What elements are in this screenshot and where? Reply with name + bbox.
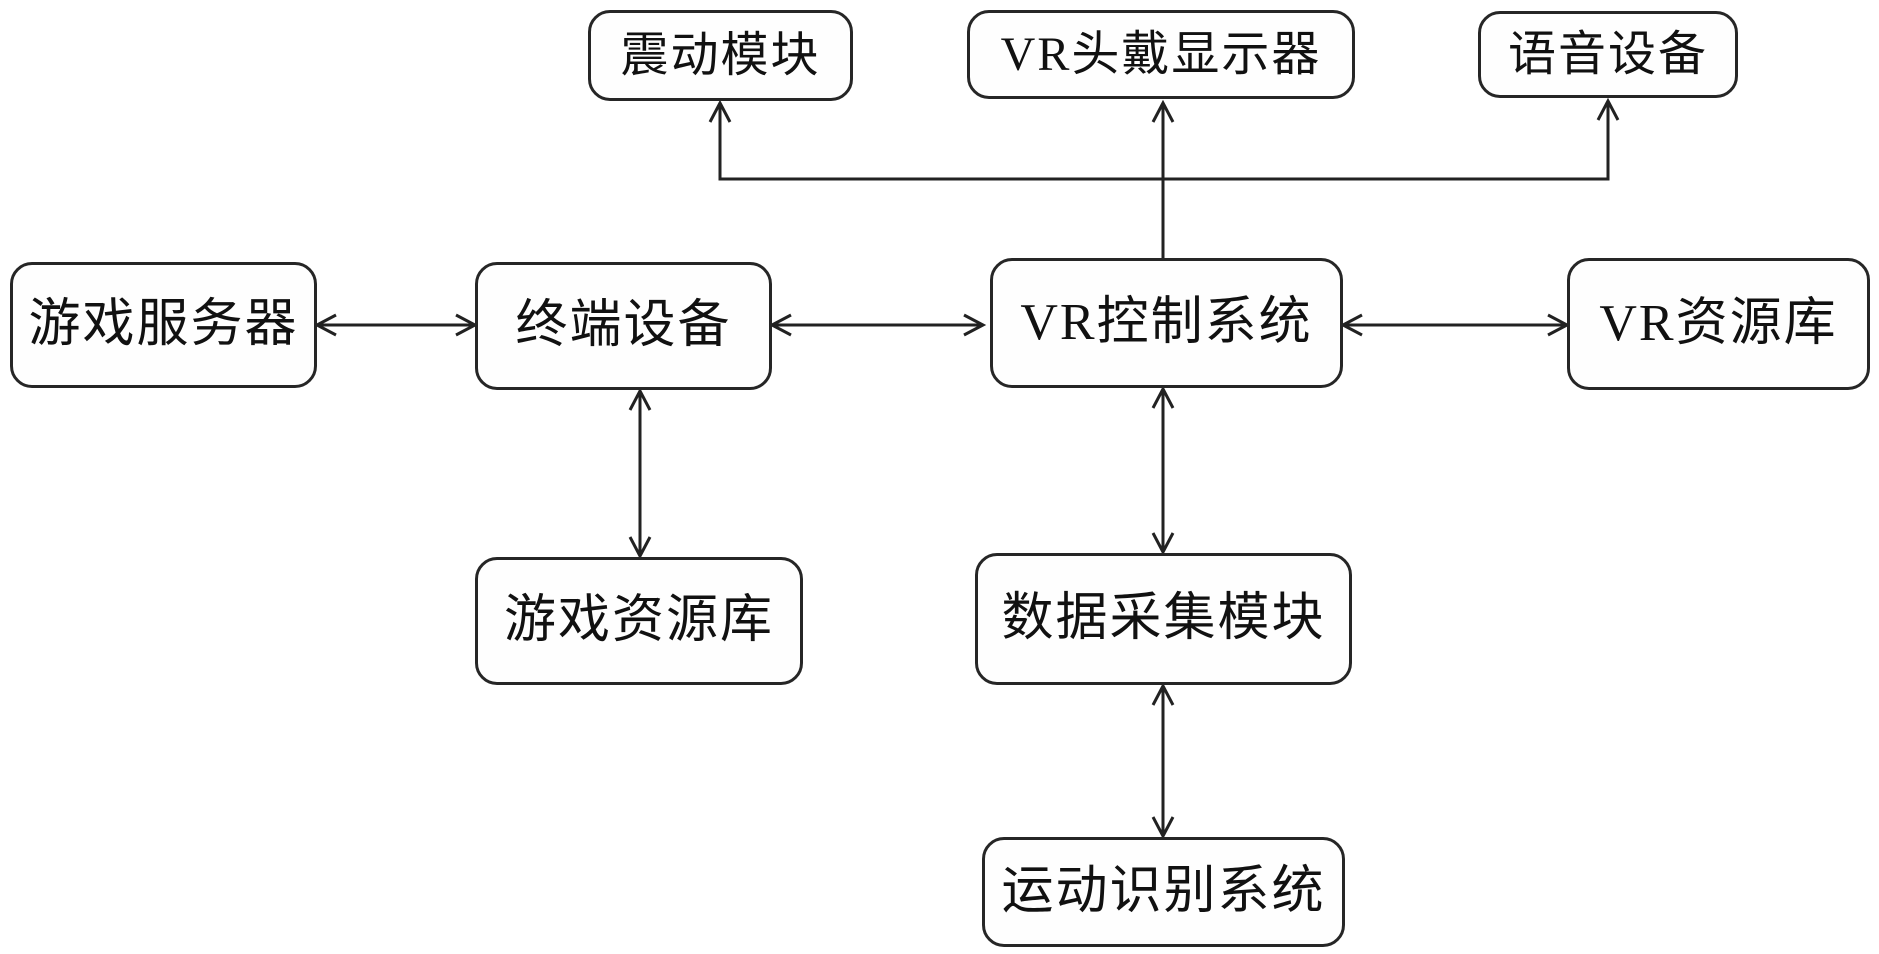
- node-terminal-device-label: 终端设备: [515, 297, 732, 354]
- node-vr-resource-library-label: VR资源库: [1599, 295, 1838, 352]
- node-vibration-module: 震动模块: [588, 10, 853, 101]
- node-game-resource-library: 游戏资源库: [475, 557, 803, 685]
- node-vr-control-system: VR控制系统: [990, 258, 1343, 388]
- node-motion-recognition-system-label: 运动识别系统: [1001, 863, 1326, 920]
- edge-bus-vibration-voice: [708, 97, 1620, 181]
- node-voice-device: 语音设备: [1478, 11, 1738, 98]
- node-vr-headset-display: VR头戴显示器: [967, 10, 1355, 99]
- node-game-server: 游戏服务器: [10, 262, 317, 388]
- node-data-collection-module-label: 数据采集模块: [1001, 590, 1326, 647]
- node-game-server-label: 游戏服务器: [28, 296, 299, 353]
- node-vr-headset-display-label: VR头戴显示器: [1000, 27, 1322, 81]
- node-voice-device-label: 语音设备: [1507, 27, 1708, 81]
- node-vr-control-system-label: VR控制系统: [1020, 294, 1313, 351]
- node-terminal-device: 终端设备: [475, 262, 772, 390]
- node-vr-resource-library: VR资源库: [1567, 258, 1870, 390]
- node-motion-recognition-system: 运动识别系统: [982, 837, 1345, 947]
- node-data-collection-module: 数据采集模块: [975, 553, 1352, 685]
- node-vibration-module-label: 震动模块: [620, 28, 821, 82]
- node-game-resource-library-label: 游戏资源库: [503, 592, 774, 649]
